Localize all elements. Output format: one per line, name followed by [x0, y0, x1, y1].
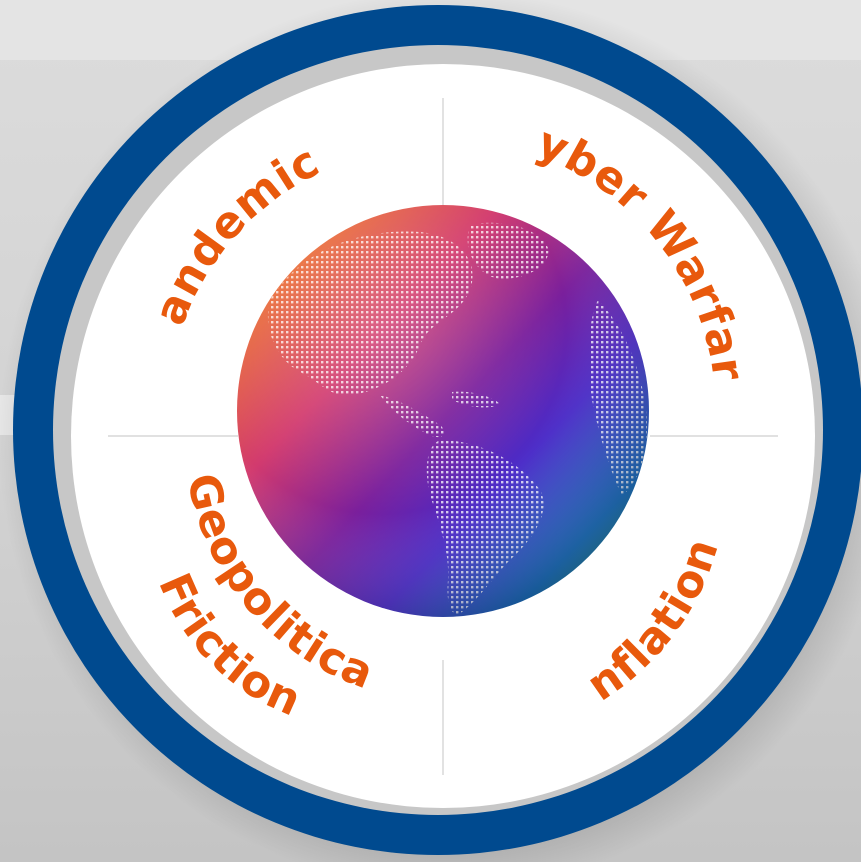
globe-icon — [237, 205, 649, 617]
globe-shading — [237, 205, 649, 617]
dividers — [108, 98, 778, 775]
